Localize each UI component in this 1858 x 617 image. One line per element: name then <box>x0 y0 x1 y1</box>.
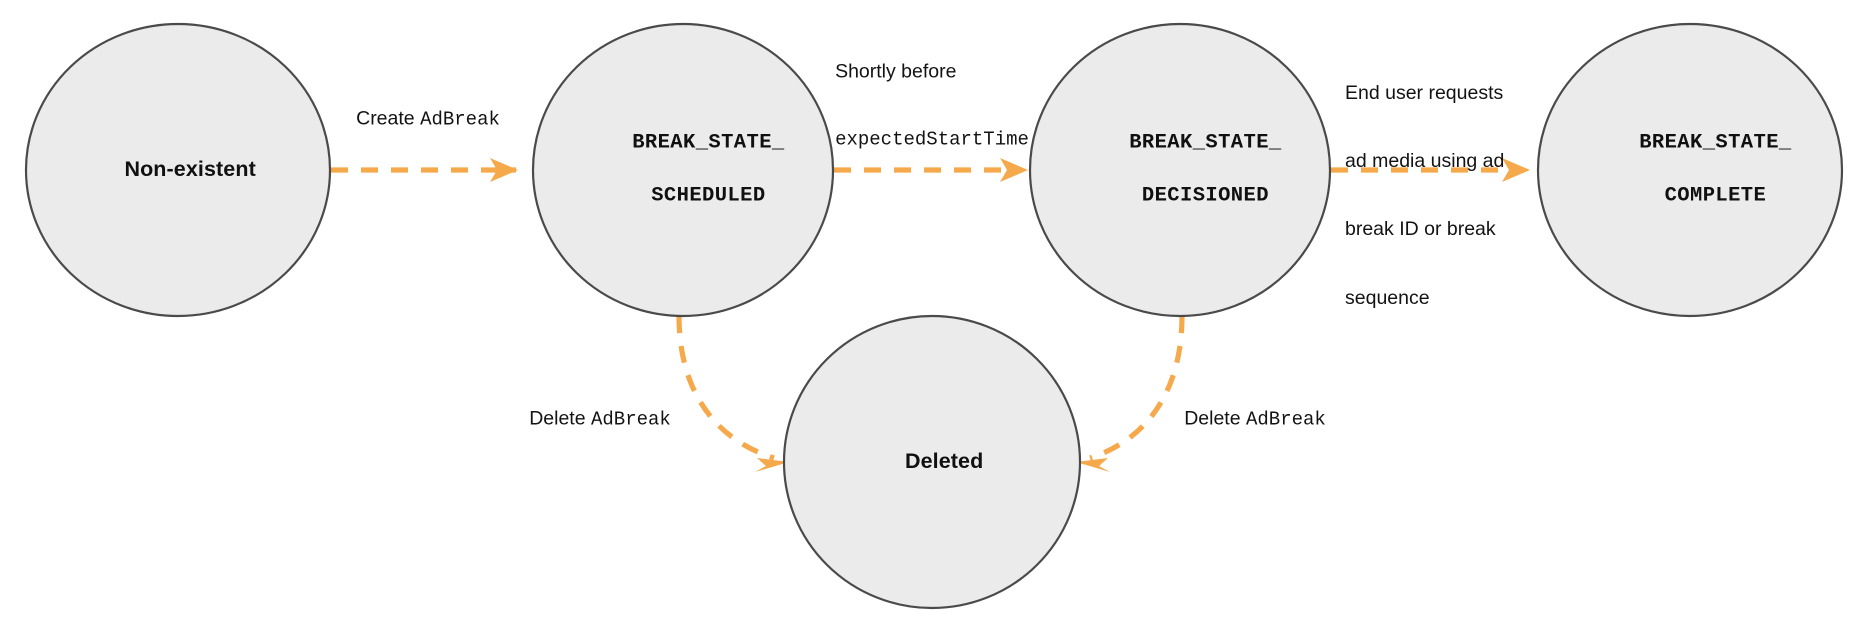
edge-delete-from-scheduled <box>676 315 789 472</box>
state-node-decisioned[interactable] <box>1028 22 1332 318</box>
arrowhead-icon <box>1502 158 1530 182</box>
edge-shortly-before <box>834 158 1028 182</box>
arrowhead-icon <box>1000 158 1028 182</box>
edge-line <box>1089 315 1185 461</box>
arrowhead-icon <box>490 158 518 182</box>
state-node-complete[interactable] <box>1536 22 1844 318</box>
edge-delete-from-decisioned <box>1076 315 1185 472</box>
state-node-deleted[interactable] <box>782 314 1082 610</box>
edge-line <box>676 315 775 461</box>
edge-create-adbreak <box>331 158 518 182</box>
state-node-scheduled[interactable] <box>531 22 835 318</box>
arrowhead-icon <box>1076 458 1110 472</box>
arrowhead-icon <box>755 458 789 472</box>
state-node-non-existent[interactable] <box>24 22 332 318</box>
edge-end-user-request <box>1331 158 1530 182</box>
